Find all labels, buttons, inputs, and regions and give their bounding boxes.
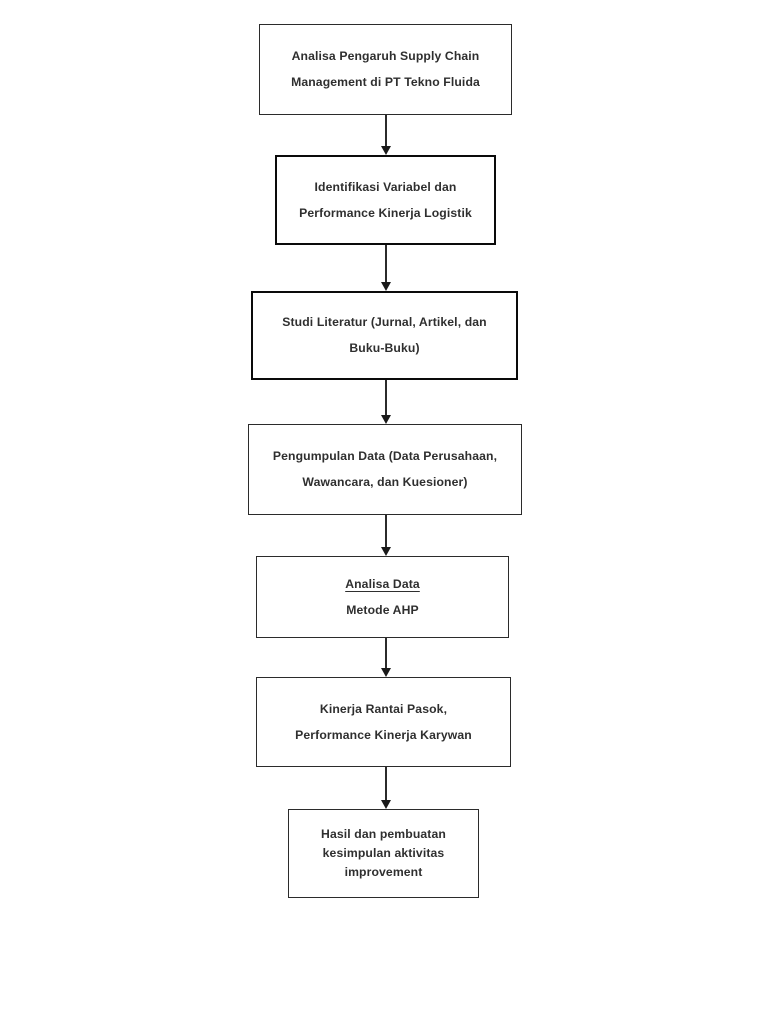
connector-1-arrowhead (380, 146, 391, 155)
flow-node-conclusion: Hasil dan pembuatan kesimpulan aktivitas… (288, 809, 479, 898)
node-6-line-1: Kinerja Rantai Pasok, (319, 701, 448, 716)
node-3-line-2: Buku-Buku) (349, 341, 420, 355)
flow-node-literature-study: Studi Literatur (Jurnal, Artikel, dan Bu… (251, 291, 518, 380)
flow-node-research-title: Analisa Pengaruh Supply Chain Management… (259, 24, 512, 115)
connector-4-shaft (385, 515, 387, 547)
node-6-line-2: Performance Kinerja Karywan (295, 727, 472, 742)
connector-6-arrowhead (380, 800, 391, 809)
node-7-line-1: Hasil dan pembuatan (321, 827, 446, 842)
node-5-line-2: Metode AHP (346, 602, 419, 617)
connector-1-shaft (385, 115, 387, 146)
node-4-line-2: Wawancara, dan Kuesioner) (302, 475, 468, 489)
node-4-line-1: Pengumpulan Data (Data Perusahaan, (272, 449, 498, 464)
flow-node-variable-identification: Identifikasi Variabel dan Performance Ki… (275, 155, 496, 245)
connector-4-arrowhead (380, 547, 391, 556)
flow-node-data-collection: Pengumpulan Data (Data Perusahaan, Wawan… (248, 424, 522, 515)
connector-3-shaft (385, 380, 387, 415)
node-7-line-3: improvement (344, 864, 423, 879)
node-7-line-2: kesimpulan aktivitas (322, 846, 445, 861)
node-5-line-1: Analisa Data (345, 576, 420, 591)
connector-5-arrowhead (380, 668, 391, 677)
node-3-line-1: Studi Literatur (Jurnal, Artikel, dan (282, 315, 487, 330)
connector-5-shaft (385, 638, 387, 668)
connector-6-shaft (385, 767, 387, 800)
flow-node-data-analysis: Analisa Data Metode AHP (256, 556, 509, 638)
connector-3-arrowhead (380, 415, 391, 424)
connector-2-shaft (385, 245, 387, 282)
flow-node-performance-output: Kinerja Rantai Pasok, Performance Kinerj… (256, 677, 511, 767)
node-1-line-2: Management di PT Tekno Fluida (291, 75, 480, 89)
node-2-line-1: Identifikasi Variabel dan (314, 179, 457, 194)
connector-2-arrowhead (380, 282, 391, 291)
node-1-line-1: Analisa Pengaruh Supply Chain (291, 49, 480, 64)
node-2-line-2: Performance Kinerja Logistik (299, 205, 472, 220)
